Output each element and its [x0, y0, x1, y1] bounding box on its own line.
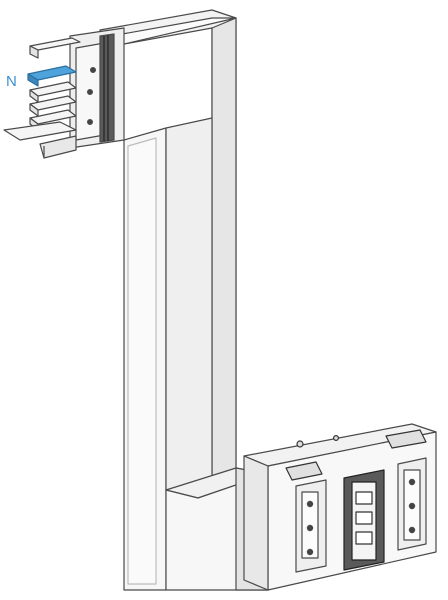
neutral-bar-side [27, 73, 39, 87]
bottom-connector-top-bolt [333, 435, 340, 442]
top-connector-clamp-band [99, 33, 115, 143]
bottom-connector-bolt [306, 548, 314, 556]
bottom-connector-top-bolt [296, 440, 304, 448]
bottom-connector-bolt [408, 478, 416, 486]
top-connector-block [3, 27, 125, 159]
vertical-trunk [99, 9, 237, 591]
bottom-connector-center-slot [355, 491, 373, 505]
trunk-side-face [211, 17, 237, 479]
neutral-label: N [6, 73, 17, 90]
bottom-connector-center-slot [355, 531, 373, 545]
bottom-connector-clip [385, 429, 427, 449]
trunk-inner-shade [165, 117, 213, 491]
bottom-connector-clip [285, 461, 323, 481]
top-connector-base-plate [3, 121, 77, 141]
bottom-connector-left-end [243, 455, 269, 591]
trunk-inner-strip [127, 137, 157, 585]
bottom-connector-bolt [408, 526, 416, 534]
top-connector-bar-side [29, 45, 39, 59]
top-connector-base-plate-front [39, 135, 77, 159]
bottom-connector-bolt [408, 502, 416, 510]
bottom-connector-bolt [306, 524, 314, 532]
bottom-connector-block [243, 423, 437, 591]
bottom-connector-bolt [306, 500, 314, 508]
bottom-connector-center-slot [355, 511, 373, 525]
top-connector-bolt [86, 88, 93, 95]
top-connector-bolt [89, 66, 96, 73]
top-connector-bolt [86, 118, 93, 125]
